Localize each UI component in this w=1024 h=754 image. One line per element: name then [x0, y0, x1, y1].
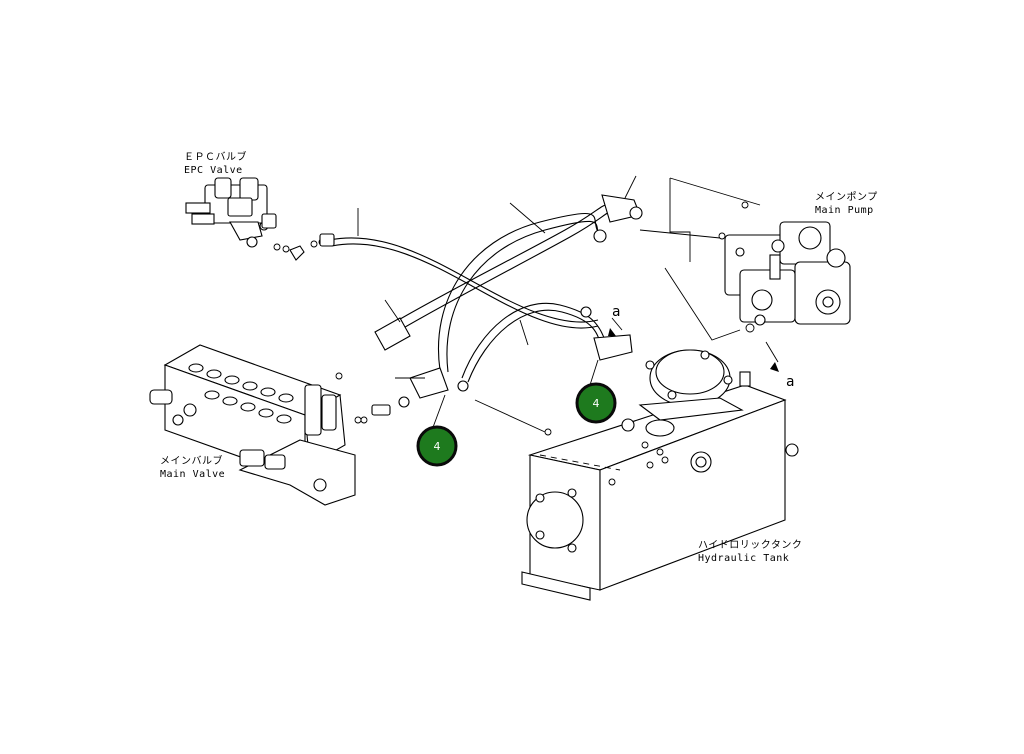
main-valve-label-jp: メインバルブ [160, 454, 223, 467]
hose-main-valve-to-tank [409, 212, 607, 399]
hydraulic-tank-label-jp: ハイドロリックタンク [698, 539, 802, 551]
main-valve [149, 344, 368, 506]
detail-a-label-1: a [612, 304, 620, 320]
callout-4-right[interactable]: 4 [575, 382, 617, 424]
leader-lines [357, 175, 779, 436]
main-pump-label-en: Main Pump [815, 205, 874, 216]
main-valve-label-en: Main Valve [160, 469, 225, 480]
detail-a-label-2: a [786, 374, 794, 390]
epc-valve-label-jp: ＥＰＣバルブ [184, 150, 247, 163]
callout-4-left[interactable]: 4 [416, 425, 458, 467]
hose-epc-to-main-pump [319, 233, 599, 329]
hose-return-line [457, 302, 633, 392]
epc-valve [185, 177, 326, 261]
hose-main-valve-to-pump-upper [374, 194, 643, 351]
detail-a-arrow-2 [770, 362, 779, 372]
fittings-main-valve [354, 396, 410, 424]
hydraulic-tank-label-en: Hydraulic Tank [698, 553, 789, 564]
main-pump [724, 221, 851, 333]
epc-valve-label-en: EPC Valve [184, 165, 243, 176]
tank-filter-cover [621, 349, 751, 437]
detail-a-arrow-1 [608, 328, 616, 336]
main-pump-label-jp: メインポンプ [815, 191, 878, 203]
